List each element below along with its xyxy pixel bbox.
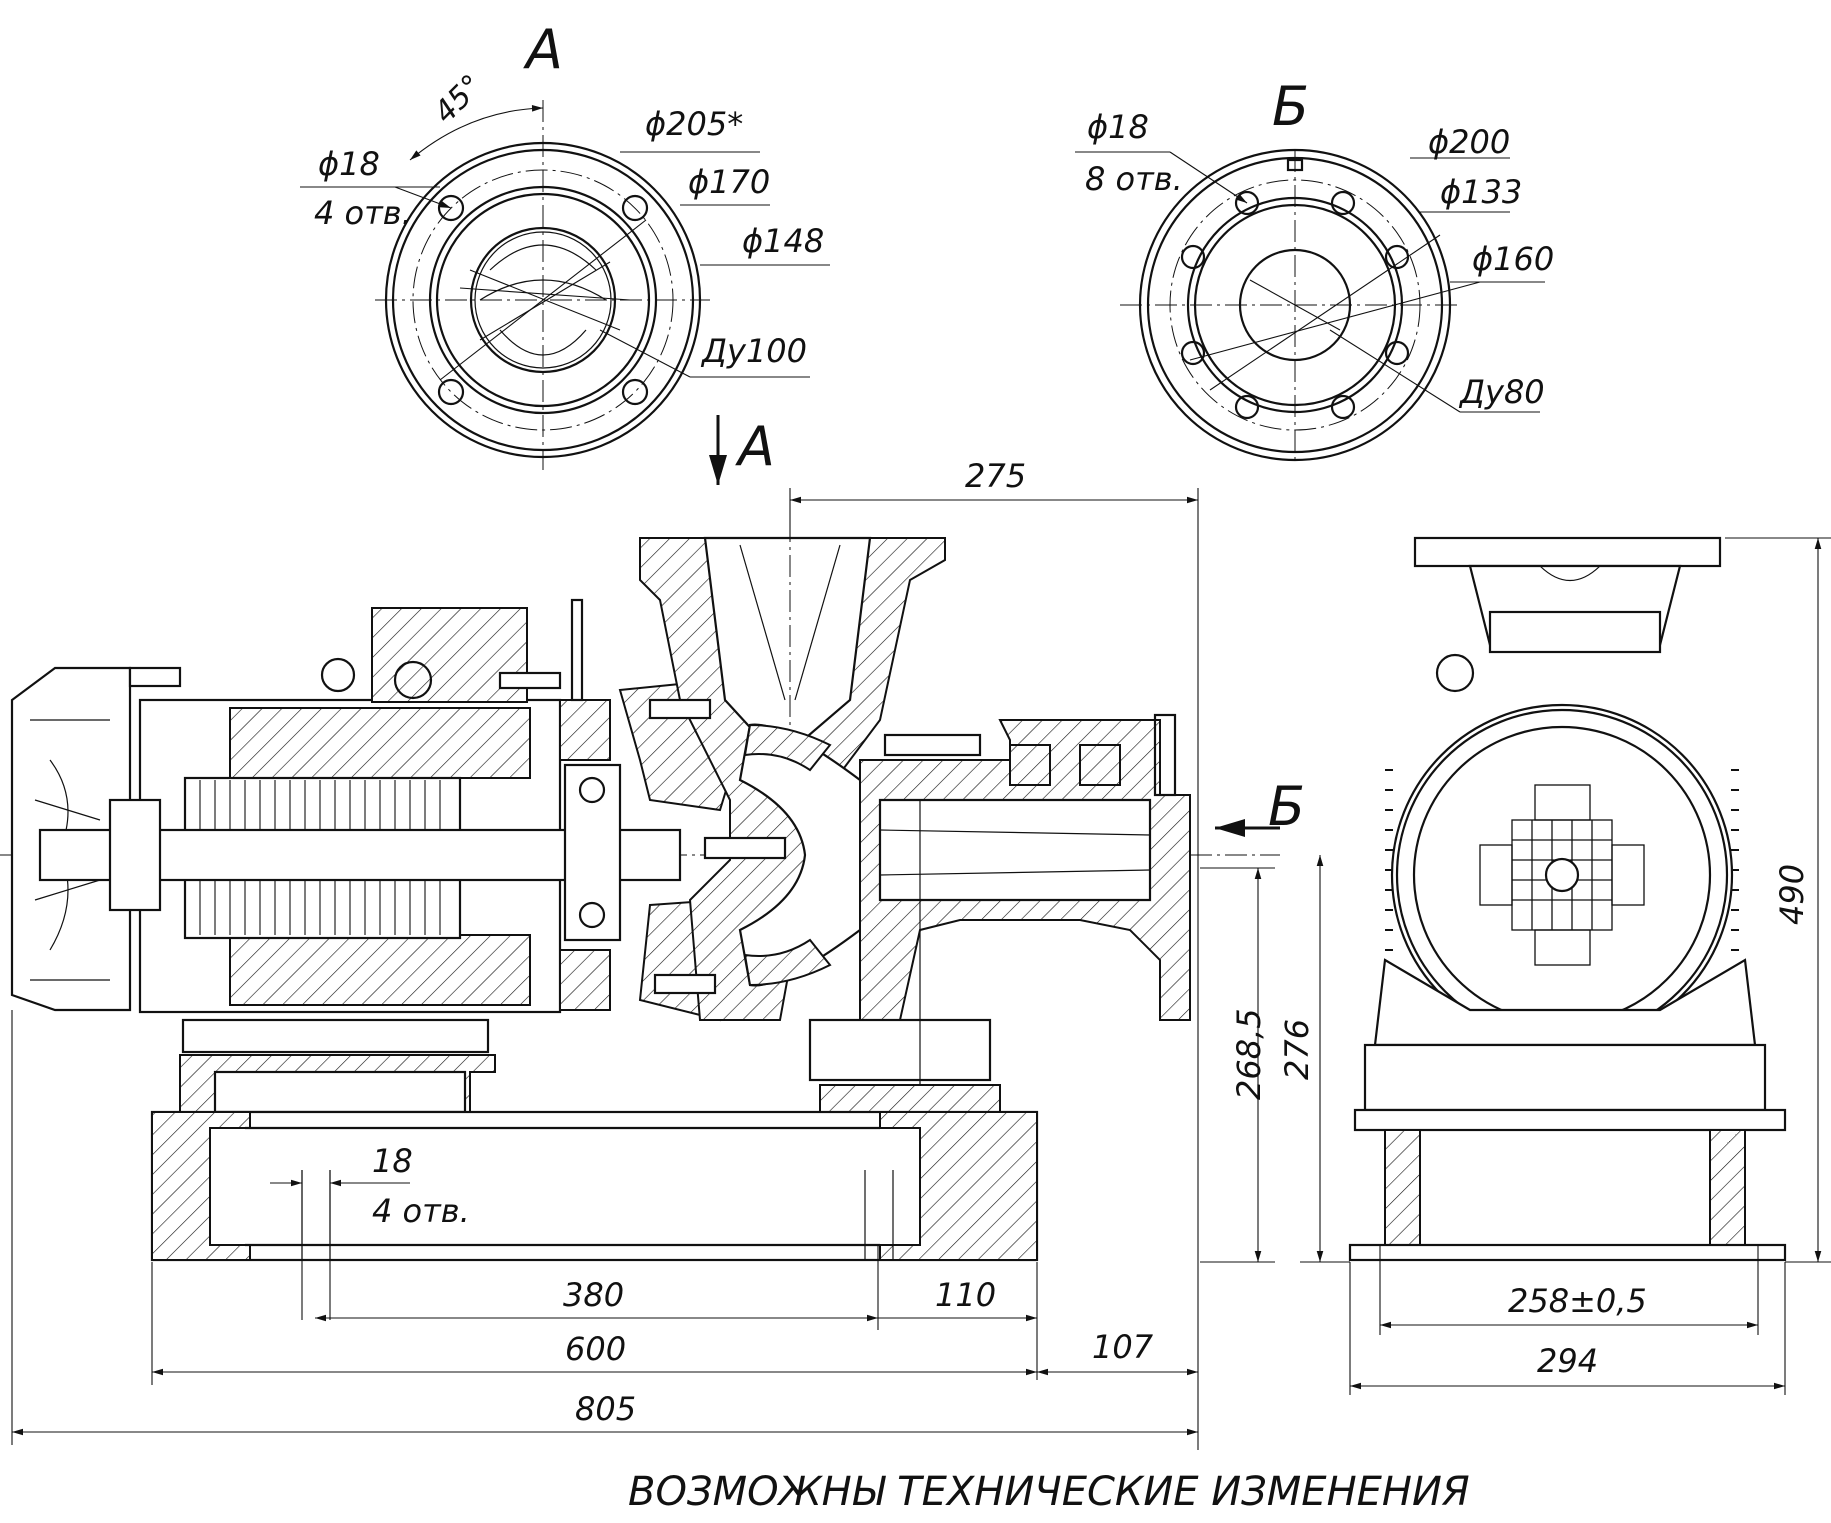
section-b-label: Б: [1272, 75, 1309, 138]
flange-a-nominal: Ду100: [700, 332, 807, 370]
dim-110: 110: [935, 1276, 996, 1314]
flange-view-b: [1075, 148, 1545, 465]
flange-a-raised-dia: ϕ148: [742, 222, 824, 260]
dim-275: 275: [965, 457, 1026, 495]
flange-a-angle: 45°: [427, 68, 489, 130]
pump-section-view: [0, 520, 1280, 1262]
flange-b-bolt-circle: ϕ160: [1472, 240, 1554, 278]
pump-end-view: [1348, 536, 1787, 1262]
dim-268-5: 268,5: [1230, 1008, 1268, 1100]
dim-107: 107: [1092, 1328, 1154, 1366]
flange-b-bolt-dia: ϕ18: [1087, 108, 1149, 146]
flange-view-a: [300, 100, 830, 470]
arrow-a-label: А: [735, 415, 775, 478]
dim-276: 276: [1278, 1019, 1316, 1080]
dim-490: 490: [1773, 864, 1811, 925]
dim-805: 805: [575, 1390, 636, 1428]
technical-changes-note: ВОЗМОЖНЫ ТЕХНИЧЕСКИЕ ИЗМЕНЕНИЯ: [628, 1469, 1470, 1515]
flange-b-bolt-count: 8 отв.: [1085, 160, 1183, 198]
flange-b-raised-dia: ϕ133: [1440, 173, 1522, 211]
section-a-label: А: [523, 18, 563, 81]
dim-18: 18: [372, 1142, 413, 1180]
dimension-lines: [11, 415, 1831, 1450]
flange-a-outer-dia: ϕ205*: [645, 105, 743, 143]
dim-600: 600: [565, 1330, 626, 1368]
drawing-labels: А Б А Б 45° ϕ18 4 отв. ϕ205* ϕ170 ϕ148 Д…: [314, 18, 1811, 1515]
flange-a-bolt-count: 4 отв.: [314, 194, 412, 232]
dim-294: 294: [1537, 1342, 1598, 1380]
flange-b-nominal: Ду80: [1458, 373, 1545, 411]
arrow-b-label: Б: [1268, 775, 1305, 838]
flange-b-outer-dia: ϕ200: [1428, 123, 1510, 161]
dim-380: 380: [563, 1276, 624, 1314]
flange-a-bolt-circle: ϕ170: [688, 163, 770, 201]
dim-holes: 4 отв.: [372, 1192, 470, 1230]
flange-a-bolt-dia: ϕ18: [318, 145, 380, 183]
dim-258: 258±0,5: [1508, 1282, 1647, 1320]
